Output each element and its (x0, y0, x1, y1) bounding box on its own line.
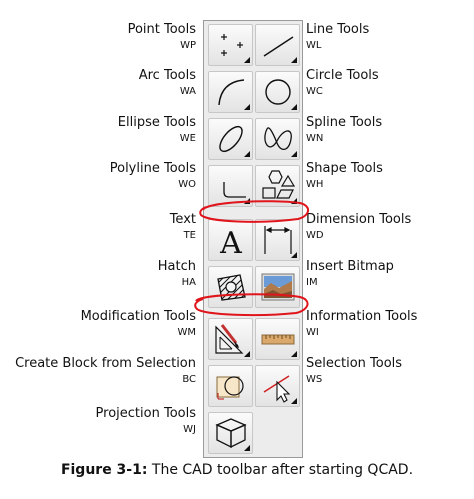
label-name: Line Tools (306, 22, 370, 37)
label-shortcut: WE (179, 133, 196, 144)
dimension-icon (264, 226, 292, 254)
label-name: Spline Tools (306, 115, 383, 130)
label-shortcut: WI (306, 327, 319, 338)
label-name: Insert Bitmap (306, 259, 394, 274)
label-name: Shape Tools (306, 161, 383, 176)
ellipse-tools-button[interactable] (208, 118, 253, 160)
circle-tools-button[interactable] (255, 71, 300, 113)
label-shortcut: WS (306, 374, 323, 385)
label-name: Arc Tools (138, 68, 196, 83)
modification-icon (215, 324, 244, 354)
label-name: Circle Tools (306, 68, 379, 83)
label-shortcut: WP (180, 40, 196, 51)
spline-icon (264, 127, 292, 150)
cad-toolbar: A (203, 20, 303, 458)
label-shortcut: IM (306, 277, 318, 288)
label-name: Text (169, 212, 196, 227)
label-name: Point Tools (127, 22, 196, 37)
label-shortcut: WA (179, 86, 196, 97)
information-tools-button[interactable] (255, 318, 300, 360)
label-name: Dimension Tools (306, 212, 412, 227)
label-name: Modification Tools (80, 309, 196, 324)
text-button[interactable]: A (208, 219, 253, 261)
polyline-icon (223, 182, 246, 198)
shape-tools-button[interactable] (255, 165, 300, 207)
label-name: Ellipse Tools (117, 115, 196, 130)
bitmap-icon (261, 273, 295, 301)
label-name: Projection Tools (95, 406, 196, 421)
modification-tools-button[interactable] (208, 318, 253, 360)
label-name: Polyline Tools (109, 161, 196, 176)
label-name: Information Tools (306, 309, 418, 324)
point-tools-button[interactable] (208, 24, 253, 66)
spline-tools-button[interactable] (255, 118, 300, 160)
caption-prefix: Figure 3-1: (60, 462, 148, 478)
label-shortcut: WC (306, 86, 323, 97)
label-shortcut: BC (182, 374, 196, 385)
arc-icon (218, 79, 245, 106)
figure-caption: Figure 3-1: The CAD toolbar after starti… (0, 462, 474, 478)
ellipse-icon (219, 125, 243, 153)
circle-icon (265, 79, 291, 105)
label-shortcut: WH (306, 179, 324, 190)
text-icon: A (219, 226, 242, 258)
arc-tools-button[interactable] (208, 71, 253, 113)
line-tools-button[interactable] (255, 24, 300, 66)
polyline-tools-button[interactable] (208, 165, 253, 207)
text-icon-glyph: A (219, 226, 242, 258)
line-icon (263, 36, 294, 57)
label-shortcut: WD (306, 230, 324, 241)
label-name: Selection Tools (306, 356, 403, 371)
label-shortcut: WN (306, 133, 324, 144)
cube-icon (215, 418, 247, 449)
selection-icon (263, 375, 291, 403)
insert-bitmap-button[interactable] (255, 266, 300, 308)
create-block-button[interactable] (208, 365, 253, 407)
label-shortcut: WM (177, 327, 196, 338)
label-shortcut: WL (306, 40, 322, 51)
shape-icon (262, 170, 296, 199)
ruler-icon (261, 334, 295, 345)
label-shortcut: WO (178, 179, 196, 190)
caption-text: The CAD toolbar after starting QCAD. (151, 462, 414, 478)
label-name: Create Block from Selection (15, 356, 196, 371)
selection-tools-button[interactable] (255, 365, 300, 407)
point-icon (221, 34, 243, 56)
label-name: Hatch (157, 259, 196, 274)
label-shortcut: TE (183, 230, 196, 241)
block-icon (216, 376, 244, 400)
projection-tools-button[interactable] (208, 412, 253, 454)
hatch-button[interactable] (208, 266, 253, 308)
dimension-tools-button[interactable] (255, 219, 300, 261)
hatch-icon (217, 274, 246, 301)
label-shortcut: HA (181, 277, 196, 288)
label-shortcut: WJ (183, 424, 196, 435)
